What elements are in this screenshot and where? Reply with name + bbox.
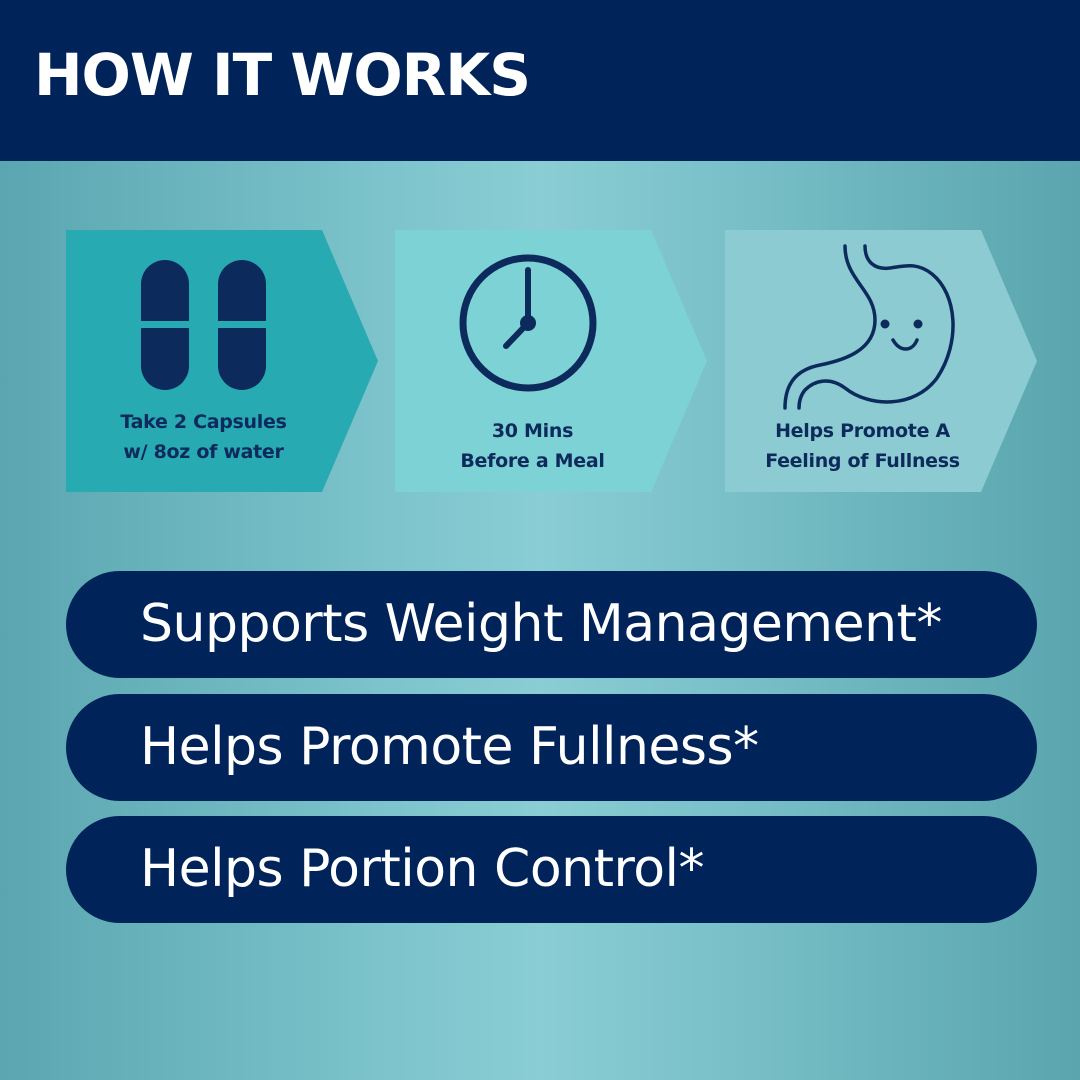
step-label-line: 30 Mins (491, 420, 574, 442)
step-label: Helps Promote A Feeling of Fullness (725, 416, 1000, 476)
benefit-pill-weight-management: Supports Weight Management* (66, 571, 1037, 678)
capsules-icon (136, 260, 271, 390)
benefit-pill-fullness: Helps Promote Fullness* (66, 694, 1037, 801)
step-label-line: Before a Meal (460, 450, 605, 472)
step-take-capsules: Take 2 Capsules w/ 8oz of water (66, 230, 378, 492)
benefit-text: Helps Promote Fullness* (140, 717, 759, 777)
step-label-line: Feeling of Fullness (765, 450, 960, 472)
stomach-icon (783, 244, 955, 410)
step-label-line: Helps Promote A (775, 420, 950, 442)
benefit-pill-portion-control: Helps Portion Control* (66, 816, 1037, 923)
step-fullness: Helps Promote A Feeling of Fullness (725, 230, 1037, 492)
step-before-meal: 30 Mins Before a Meal (395, 230, 707, 492)
step-label-line: Take 2 Capsules (120, 411, 287, 433)
step-label: Take 2 Capsules w/ 8oz of water (66, 407, 341, 467)
step-label: 30 Mins Before a Meal (395, 416, 670, 476)
step-label-line: w/ 8oz of water (123, 441, 284, 463)
header-bar: HOW IT WORKS (0, 0, 1080, 161)
benefit-text: Supports Weight Management* (140, 594, 942, 654)
step-arrow-shape (395, 230, 707, 492)
clock-icon (459, 254, 597, 392)
benefit-text: Helps Portion Control* (140, 839, 704, 899)
page-title: HOW IT WORKS (34, 41, 531, 109)
step-arrow-shape (725, 230, 1037, 492)
